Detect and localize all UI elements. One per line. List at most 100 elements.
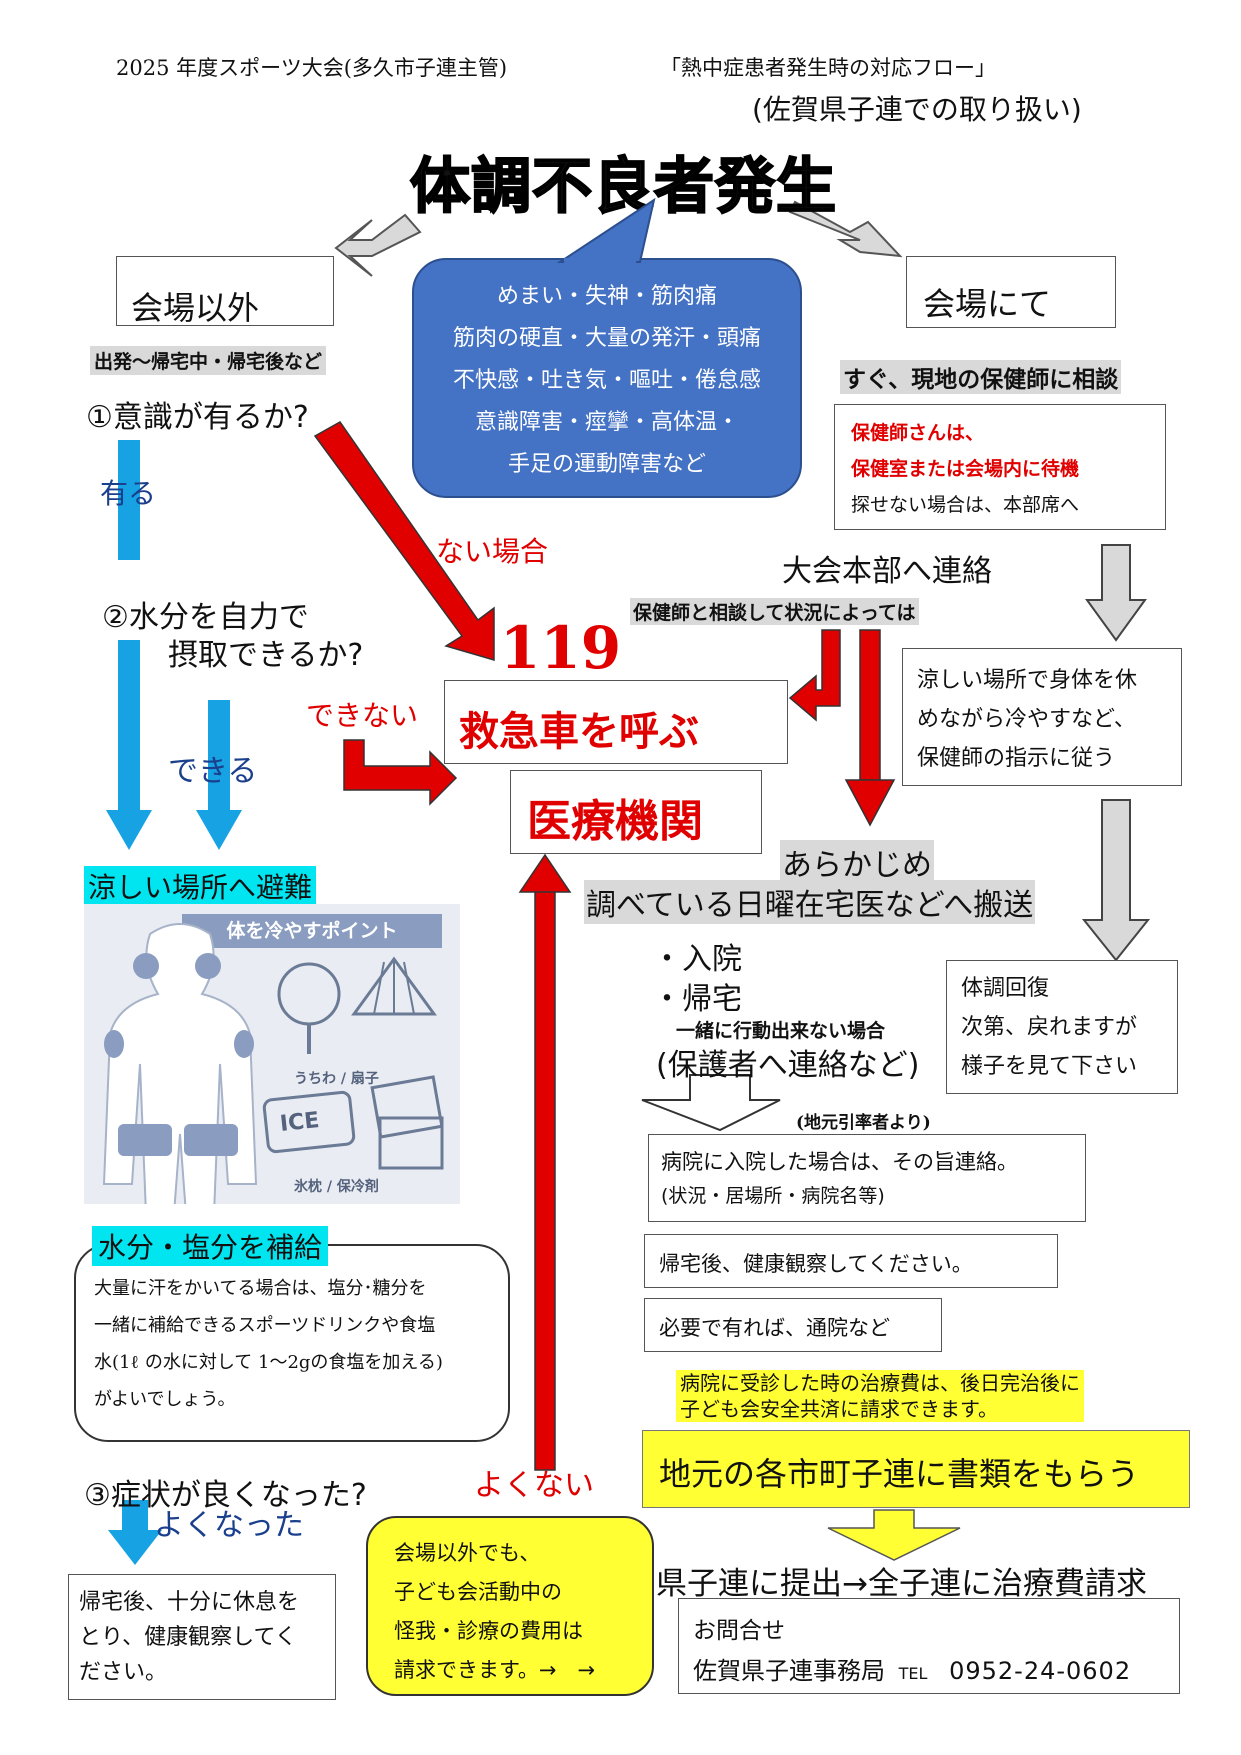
health-watch-box: 帰宅後、健康観察してください。 [644, 1234, 1058, 1288]
symptoms-list: めまい・失神・筋肉痛 筋肉の硬直・大量の発汗・頭痛 不快感・吐き気・嘔吐・倦怠感… [414, 276, 800, 486]
local-leader-note: (地元引率者より) [796, 1113, 931, 1133]
symptoms-bubble: めまい・失神・筋肉痛 筋肉の硬直・大量の発汗・頭痛 不快感・吐き気・嘔吐・倦怠感… [412, 258, 802, 498]
tel-label: TEL [898, 1664, 928, 1683]
callout-line: 会場以外でも、 [394, 1541, 541, 1565]
blue-bar-yes [118, 440, 140, 560]
hq-contact: 大会本部へ連絡 [782, 554, 992, 589]
hydrate-line: 水(1ℓ の水に対して 1～2gの食塩を加える) [94, 1352, 443, 1373]
inquiry-box: お問合せ 佐賀県子連事務局 TEL 0952-24-0602 [678, 1598, 1180, 1694]
ice-caption: 氷枕 / 保冷剤 [294, 1179, 379, 1195]
blue-arrow-right-shaft [208, 700, 230, 810]
cannot-together: 一緒に行動出来ない場合 [676, 1020, 886, 1042]
hydrate-line: がよいでしょう。 [94, 1389, 236, 1410]
ambulance-text: 救急車を呼ぶ [459, 709, 699, 755]
rest-line: 涼しい場所で身体を休 [917, 668, 1138, 693]
office-name: 佐賀県子連事務局 [693, 1657, 885, 1685]
hospital-text: 医療機関 [527, 796, 703, 847]
submit-claim: 県子連に提出→全子連に治療費請求 [656, 1566, 1147, 1602]
subtitle: (佐賀県子連での取り扱い) [752, 93, 1082, 126]
hydrate-line: 一緒に補給できるスポーツドリンクや食塩 [94, 1315, 436, 1336]
label-return-home: ・帰宅 [652, 982, 742, 1017]
phone-number[interactable]: 0952-24-0602 [949, 1657, 1132, 1685]
symptom-line: 筋肉の硬直・大量の発汗・頭痛 [452, 326, 761, 351]
rest-line: めながら冷やすなど、 [917, 707, 1136, 732]
emergency-number: 119 [500, 614, 622, 682]
rest-instruction-box: 涼しい場所で身体を休 めながら冷やすなど、 保健師の指示に従う [902, 648, 1182, 786]
red-arrow-hq-down [844, 629, 896, 827]
at-venue-title: 会場にて [923, 285, 1052, 323]
cooling-illustration: 体を冷やすポイント うちわ / 扇子 ICE 氷枕 / 保冷剤 [84, 904, 460, 1204]
get-documents-box: 地元の各市町子連に書類をもらう [642, 1430, 1190, 1508]
blue-arrow-better-head [108, 1530, 162, 1565]
at-venue-box: 会場にて [906, 256, 1116, 328]
cooling-title: 体を冷やすポイント [182, 914, 442, 948]
gray-arrow-down-1 [1085, 544, 1147, 642]
home-rest-text: 帰宅後、十分に休息を とり、健康観察してく ださい。 [79, 1585, 299, 1690]
outside-venue-title: 会場以外 [131, 289, 260, 327]
flow-title: 「熱中症患者発生時の対応フロー」 [660, 56, 996, 80]
gray-arrow-down-2 [1081, 799, 1151, 962]
hospital-notice-box: 病院に入院した場合は、その旨連絡。 (状況・居場所・病院名等) [648, 1134, 1086, 1222]
callout-line: 怪我・診療の費用は [394, 1619, 583, 1643]
question-3: ③症状が良くなった? [84, 1478, 367, 1513]
callout-line: 子ども会活動中の [394, 1580, 562, 1604]
insurance-line: 子ども会安全共済に請求できます。 [680, 1397, 998, 1421]
contact-guardian: (保護者へ連絡など) [656, 1048, 920, 1083]
hydrate-box: 大量に汗をかいてる場合は、塩分･糖分を 一緒に補給できるスポーツドリンクや食塩 … [74, 1244, 510, 1442]
label-no-case: ない場合 [436, 535, 549, 568]
red-arrow-diagonal [313, 421, 495, 661]
label-can: できる [168, 754, 258, 789]
symptom-line: 意識障害・痙攣・高体温・ [474, 410, 739, 435]
ice-label: ICE [278, 1108, 321, 1137]
red-arrow-hq-bent [788, 629, 841, 722]
outpatient-box: 必要で有れば、通院など [644, 1298, 942, 1352]
blue-arrow-left-head [106, 810, 152, 850]
outline-arrow-down [641, 1074, 781, 1132]
outpatient-text: 必要で有れば、通院など [659, 1316, 890, 1340]
nurse-line-1: 保健師さんは、 [851, 422, 985, 444]
label-admit: ・入院 [652, 942, 742, 977]
nurse-line-2: 保健室または会場内に待機 [851, 458, 1080, 480]
health-watch-text: 帰宅後、健康観察してください。 [659, 1252, 973, 1276]
rest-line: 保健師の指示に従う [917, 746, 1116, 771]
nurse-location-box: 保健師さんは、 保健室または会場内に待機 探せない場合は、本部席へ [834, 404, 1166, 530]
hospital-notice-text: 病院に入院した場合は、その旨連絡。 (状況・居場所・病院名等) [661, 1145, 1018, 1213]
hydrate-line: 大量に汗をかいてる場合は、塩分･糖分を [94, 1278, 427, 1299]
recovery-line: 様子を見て下さい [961, 1054, 1138, 1079]
blue-arrow-right-head [196, 810, 242, 850]
home-rest-box: 帰宅後、十分に休息を とり、健康観察してく ださい。 [68, 1574, 336, 1700]
label-better: よくなった [154, 1508, 304, 1543]
recovery-line: 次第、戻れますが [961, 1015, 1138, 1040]
callout-text: 会場以外でも、 子ども会活動中の 怪我・診療の費用は 請求できます。→ → [394, 1534, 595, 1690]
inquiry-label: お問合せ [693, 1618, 785, 1644]
gray-arrow-right-top [788, 200, 903, 258]
question-2-line2: 摂取できるか? [168, 638, 364, 673]
depending-note: 保健師と相談して状況によっては [630, 598, 919, 625]
hospital-notice-line: (状況・居場所・病院名等) [661, 1185, 885, 1207]
symptom-line: 不快感・吐き気・嘔吐・倦怠感 [452, 368, 761, 393]
nurse-line-3: 探せない場合は、本部席へ [851, 494, 1080, 516]
ambulance-box: 救急車を呼ぶ [444, 680, 788, 764]
callout-line: 請求できます。→ → [394, 1658, 596, 1682]
recovery-box: 体調回復 次第、戻れますが 様子を見て下さい [946, 960, 1178, 1094]
label-not-better: よくない [474, 1468, 594, 1503]
transport-line-1: あらかじめ [780, 840, 934, 884]
expense-callout: 会場以外でも、 子ども会活動中の 怪我・診療の費用は 請求できます。→ → [366, 1516, 654, 1696]
blue-arrow-better-shaft [122, 1500, 148, 1535]
hydrate-text: 大量に汗をかいてる場合は、塩分･糖分を 一緒に補給できるスポーツドリンクや食塩 … [94, 1270, 443, 1418]
hospital-box: 医療機関 [510, 770, 762, 854]
insurance-note: 病院に受診した時の治療費は、後日完治後に 子ども会安全共済に請求できます。 [676, 1370, 1084, 1422]
hospital-notice-line: 病院に入院した場合は、その旨連絡。 [661, 1150, 1018, 1174]
recovery-line: 体調回復 [961, 976, 1050, 1001]
recovery-text: 体調回復 次第、戻れますが 様子を見て下さい [961, 969, 1137, 1086]
event-name: 2025 年度スポーツ大会(多久市子連主管) [116, 56, 508, 80]
insurance-line: 病院に受診した時の治療費は、後日完治後に [680, 1371, 1080, 1395]
gray-arrow-left-top [334, 213, 422, 277]
blue-arrow-left-shaft [118, 640, 140, 810]
body-figure [102, 923, 444, 1204]
hydrate-label: 水分・塩分を補給 [92, 1226, 329, 1266]
home-rest-line: ださい。 [79, 1660, 168, 1685]
home-rest-line: 帰宅後、十分に休息を [79, 1590, 300, 1615]
